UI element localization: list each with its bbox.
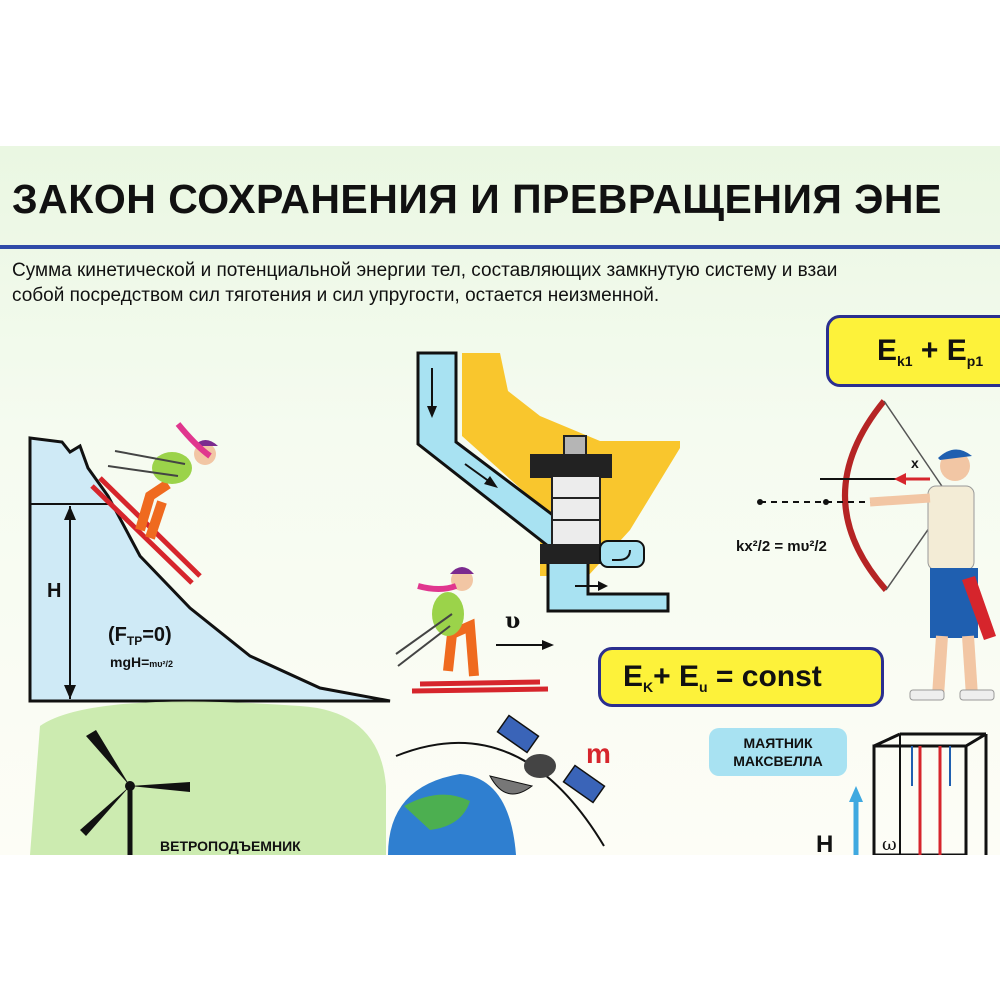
- formula-text: = const: [707, 660, 822, 693]
- formula-fraction: mυ²/2: [149, 659, 174, 669]
- poster-title: ЗАКОН СОХРАНЕНИЯ И ПРЕВРАЩЕНИЯ ЭНЕ: [12, 176, 942, 222]
- maxwell-pendulum-label: МАЯТНИК МАКСВЕЛЛА: [709, 728, 847, 776]
- formula-sub: p1: [966, 353, 984, 369]
- wind-turbine-illustration: [30, 701, 386, 855]
- formula-sub: u: [699, 679, 708, 695]
- formula-text: =0): [142, 624, 172, 646]
- pendulum-label-line-1: МАЯТНИК: [743, 735, 813, 751]
- hydro-dam-illustration: [416, 351, 680, 613]
- earth-satellite-illustration: [388, 714, 606, 855]
- poster-illustrations: [28, 351, 996, 855]
- formula-text: E: [877, 334, 898, 367]
- formula-text: + E: [653, 660, 700, 693]
- archer-illustration: [757, 399, 996, 701]
- statement-line-2: собой посредством сил тяготения и сил уп…: [12, 285, 660, 306]
- formula-text: E: [623, 660, 644, 693]
- formula-box-const: EK+ Eu = const: [598, 647, 884, 707]
- maxwell-pendulum-illustration: [849, 732, 988, 855]
- energy-poster: ЗАКОН СОХРАНЕНИЯ И ПРЕВРАЩЕНИЯ ЭНЕ Сумма…: [0, 146, 1000, 855]
- pendulum-height-label: H: [816, 831, 834, 855]
- velocity-symbol: υ: [505, 608, 521, 634]
- wind-lift-label: ВЕТРОПОДЪЕМНИК: [160, 838, 301, 854]
- formula-text: (F: [108, 624, 127, 646]
- skier-flat-icon: [395, 567, 554, 694]
- ski-energy-formula: mgH=mυ²/2: [110, 654, 173, 670]
- bow-energy-formula: kx²/2 = mυ²/2: [736, 538, 827, 555]
- title-divider: [0, 245, 1000, 249]
- pendulum-omega-label: ω: [882, 834, 897, 855]
- satellite-mass-label: m: [586, 738, 611, 769]
- ski-slope-illustration: [28, 422, 391, 703]
- bow-stretch-label: x: [911, 455, 919, 471]
- pendulum-label-line-2: МАКСВЕЛЛА: [733, 753, 823, 769]
- ski-friction-label: (FTP=0): [108, 624, 172, 648]
- skier-downhill-icon: [90, 422, 218, 585]
- formula-sub: k1: [897, 353, 913, 369]
- formula-box-energy-sum: Ek1 + Ep1: [826, 315, 1000, 387]
- formula-sub: TP: [126, 634, 143, 648]
- ski-height-label: H: [47, 580, 62, 602]
- formula-text: + E: [912, 334, 967, 367]
- formula-text: mgH=: [110, 654, 150, 670]
- poster-statement: Сумма кинетической и потенциальной энерг…: [12, 258, 1000, 308]
- formula-sub: K: [643, 679, 654, 695]
- statement-line-1: Сумма кинетической и потенциальной энерг…: [12, 260, 838, 281]
